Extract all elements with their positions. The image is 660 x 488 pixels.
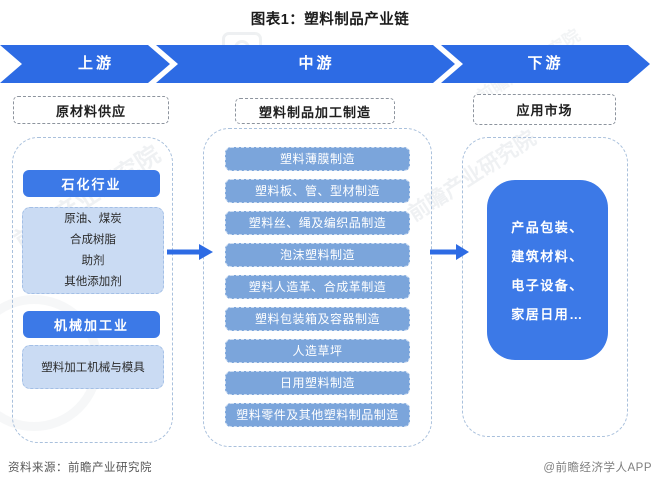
figure-title: 图表1：塑料制品产业链 — [250, 12, 410, 28]
header-raw-material-supply: 原材料供应 — [13, 96, 169, 124]
chevron-downstream — [441, 45, 650, 83]
arrow-head-icon — [456, 244, 469, 260]
source-note: 资料来源：前瞻产业研究院 — [8, 462, 152, 474]
arrow-head-icon — [199, 244, 213, 260]
list-item: 泡沫塑料制造 — [225, 243, 410, 267]
application-line: 电子设备、 — [511, 278, 584, 293]
list-item: 塑料零件及其他塑料制品制造 — [225, 403, 410, 427]
list-item: 塑料人造革、合成革制造 — [225, 275, 410, 299]
header-plastic-processing: 塑料制品加工制造 — [235, 98, 395, 124]
upstream-container — [12, 137, 173, 443]
material-line: 塑料加工机械与模具 — [41, 362, 145, 374]
chevron-midstream — [156, 45, 455, 83]
banner-label-midstream: 中游 — [298, 55, 335, 72]
chevron-upstream — [0, 45, 170, 83]
list-item: 人造草坪 — [225, 339, 410, 363]
downstream-container — [462, 137, 628, 437]
banner-label-downstream: 下游 — [527, 55, 564, 72]
application-line: 家居日用… — [511, 307, 584, 322]
list-item: 塑料包装箱及容器制造 — [225, 307, 410, 331]
material-line: 助剂 — [81, 254, 105, 267]
chevron-banner — [0, 45, 650, 83]
application-line: 建筑材料、 — [511, 249, 584, 264]
petrochemical-materials-box: 原油、煤炭 合成树脂 助剂 其他添加剂 — [22, 207, 164, 294]
midstream-container — [203, 128, 432, 447]
flow-arrow-up-to-mid — [167, 244, 213, 260]
material-line: 合成树脂 — [70, 233, 116, 246]
header-application-market: 应用市场 — [473, 94, 616, 125]
midstream-item-list: 塑料薄膜制造 塑料板、管、型材制造 塑料丝、绳及编织品制造 泡沫塑料制造 塑料人… — [225, 147, 410, 427]
application-line: 产品包装、 — [511, 220, 584, 235]
list-item: 塑料丝、绳及编织品制造 — [225, 211, 410, 235]
banner-label-upstream: 上游 — [77, 55, 114, 72]
credit-note: @前瞻经济学人APP — [543, 462, 652, 474]
machinery-industry-label: 机械加工业 — [23, 311, 160, 338]
list-item: 塑料板、管、型材制造 — [225, 179, 410, 203]
petrochemical-industry-label: 石化行业 — [23, 170, 160, 197]
list-item: 塑料薄膜制造 — [225, 147, 410, 171]
application-market-box: 产品包装、 建筑材料、 电子设备、 家居日用… — [487, 180, 608, 360]
flow-arrow-mid-to-down — [430, 244, 469, 260]
list-item: 日用塑料制造 — [225, 371, 410, 395]
machinery-item-box: 塑料加工机械与模具 — [22, 345, 164, 389]
material-line: 原油、煤炭 — [64, 212, 122, 225]
material-line: 其他添加剂 — [64, 275, 122, 288]
